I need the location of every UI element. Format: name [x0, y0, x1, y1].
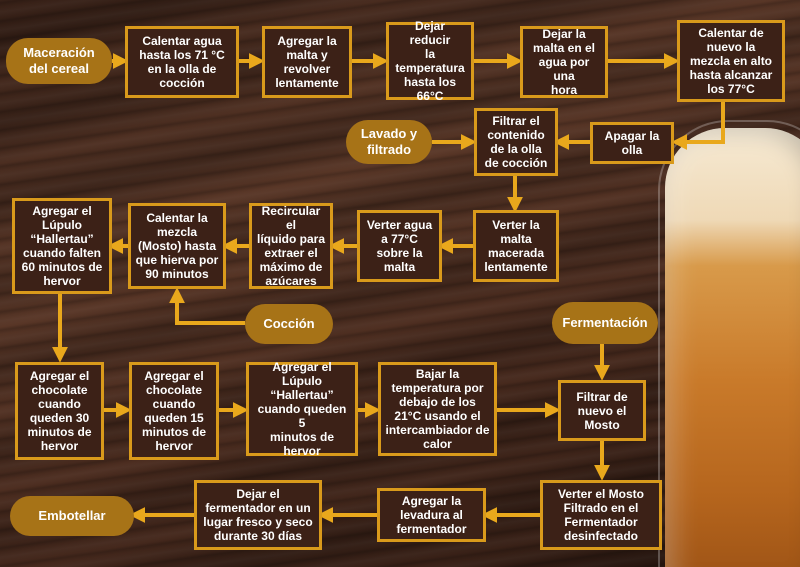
step-agregar-malta: Agregar la malta y revolver lentamente: [262, 26, 352, 98]
start-lavado-y-filtrado: Lavado y filtrado: [346, 120, 432, 164]
step-agregar-lupulo-5: Agregar el Lúpulo “Hallertau” cuando que…: [246, 360, 358, 458]
end-embotellar: Embotellar: [10, 496, 134, 536]
arrow-coccion-s11: [169, 287, 245, 325]
start-fermentacion: Fermentación: [552, 302, 658, 344]
step-bajar-temperatura: Bajar la temperatura por debajo de los 2…: [378, 362, 497, 456]
step-agregar-lupulo-60: Agregar el Lúpulo “Hallertau” cuando fal…: [12, 198, 112, 294]
step-verter-malta-macerada: Verter la malta macerada lentamente: [473, 210, 559, 282]
step-verter-agua-77: Verter agua a 77°C sobre la malta: [357, 210, 442, 282]
step-calentar-mezcla-mosto: Calentar la mezcla (Mosto) hasta que hie…: [128, 203, 226, 289]
start-maceracion: Maceración del cereal: [6, 38, 112, 84]
step-recircular-liquido: Recircular el líquido para extraer el má…: [249, 203, 333, 289]
step-agregar-chocolate-15: Agregar el chocolate cuando queden 15 mi…: [129, 362, 219, 460]
step-dejar-fermentador: Dejar el fermentador en un lugar fresco …: [194, 480, 322, 550]
start-coccion: Cocción: [245, 304, 333, 344]
step-dejar-malta-en-agua: Dejar la malta en el agua por una hora: [520, 26, 608, 98]
arrow-s5-s6: [671, 102, 725, 150]
step-agregar-levadura: Agregar la levadura al fermentador: [377, 488, 486, 542]
step-calentar-agua: Calentar agua hasta los 71 °C en la olla…: [125, 26, 239, 98]
step-apagar-olla: Apagar la olla: [590, 122, 674, 164]
step-calentar-de-nuevo: Calentar de nuevo la mezcla en alto hast…: [677, 20, 785, 102]
step-verter-mosto-fermentador: Verter el Mosto Filtrado en el Fermentad…: [540, 480, 662, 550]
step-filtrar-contenido: Filtrar el contenido de la olla de cocci…: [474, 108, 558, 176]
step-dejar-reducir-temperatura: Dejar reducir la temperatura hasta los 6…: [386, 19, 474, 103]
step-agregar-chocolate-30: Agregar el chocolate cuando queden 30 mi…: [15, 362, 104, 460]
step-filtrar-mosto: Filtrar de nuevo el Mosto: [558, 380, 646, 441]
beer-glass-image: [658, 120, 800, 567]
beer-image: [665, 128, 800, 567]
